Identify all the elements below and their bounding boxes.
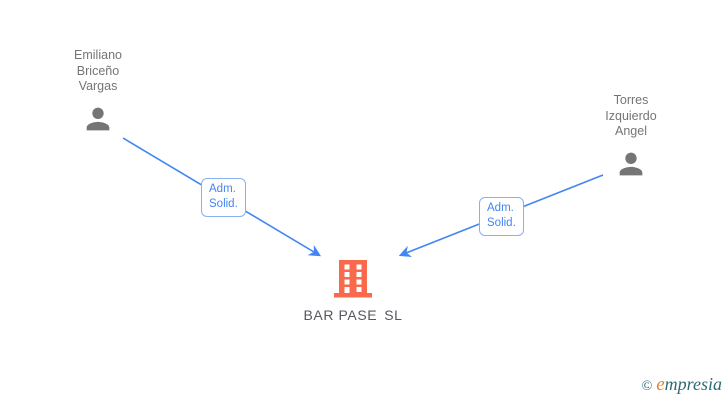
- edge-label-line: Adm.: [209, 183, 236, 195]
- edge-label-line: Adm.: [487, 202, 514, 214]
- person-name-line: Vargas: [78, 79, 118, 93]
- person-name: Torres Izquierdo Angel: [571, 93, 691, 140]
- person-icon: [86, 107, 110, 130]
- person-name-line: Izquierdo: [605, 108, 657, 123]
- copyright-icon: ©: [641, 379, 653, 394]
- edge-label-adm-solid-right: Adm. Solid.: [479, 197, 524, 236]
- company-legal-form: SL: [384, 307, 403, 323]
- edge-label-adm-solid-left: Adm. Solid.: [201, 178, 246, 217]
- empresia-logo[interactable]: ©empresia: [642, 374, 722, 396]
- brand-text: mpresia: [664, 374, 722, 394]
- person-name: Emiliano Briceño Vargas: [38, 48, 158, 95]
- person-name-line: Torres: [613, 93, 649, 107]
- company-label: BAR PASE SL: [273, 307, 433, 323]
- edge-label-line: Solid.: [487, 217, 516, 229]
- company-name: BAR PASE: [303, 307, 378, 323]
- company-node-bar-pase-sl[interactable]: BAR PASE SL: [273, 260, 433, 323]
- brand-initial: e: [656, 374, 665, 395]
- edge-label-line: Solid.: [209, 198, 238, 210]
- person-name-line: Emiliano: [74, 48, 122, 62]
- office-building-icon: [334, 260, 372, 298]
- person-name-line: Briceño: [76, 63, 120, 78]
- person-name-line: Angel: [615, 124, 647, 138]
- person-node-emiliano-briceno-vargas[interactable]: Emiliano Briceño Vargas: [38, 48, 158, 141]
- person-icon: [619, 152, 643, 175]
- person-node-torres-izquierdo-angel[interactable]: Torres Izquierdo Angel: [571, 93, 691, 186]
